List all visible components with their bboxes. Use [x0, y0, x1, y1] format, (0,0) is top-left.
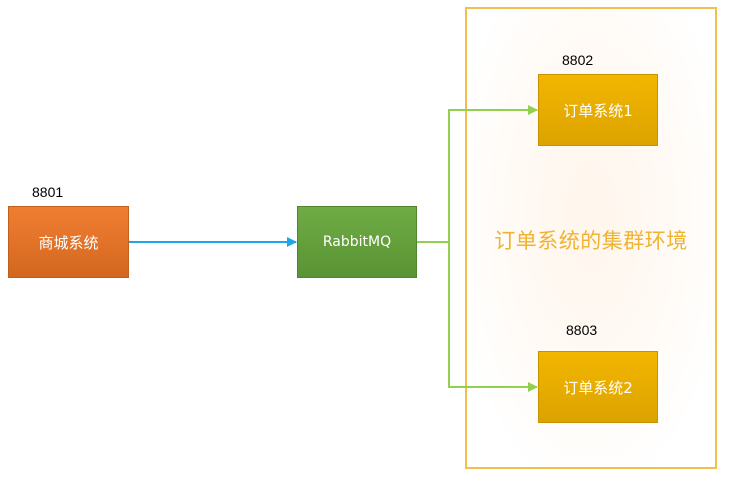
node-order-system-1: 订单系统1	[538, 74, 658, 146]
port-label-order1: 8802	[562, 52, 594, 68]
node-mall-system: 商城系统	[8, 206, 129, 278]
node-rabbitmq: RabbitMQ	[297, 206, 417, 278]
node-order-system-2: 订单系统2	[538, 351, 658, 423]
node-order2-label: 订单系统2	[563, 378, 633, 397]
edge-mq-to-order2	[417, 241, 538, 392]
node-mall-label: 商城系统	[38, 233, 99, 252]
port-label-mall: 8801	[32, 184, 64, 200]
node-rabbitmq-label: RabbitMQ	[322, 234, 392, 250]
port-label-order2: 8803	[566, 322, 598, 338]
node-order1-label: 订单系统1	[563, 101, 633, 120]
edge-mq-to-order1	[417, 105, 538, 243]
cluster-label: 订单系统的集群环境	[494, 229, 688, 253]
